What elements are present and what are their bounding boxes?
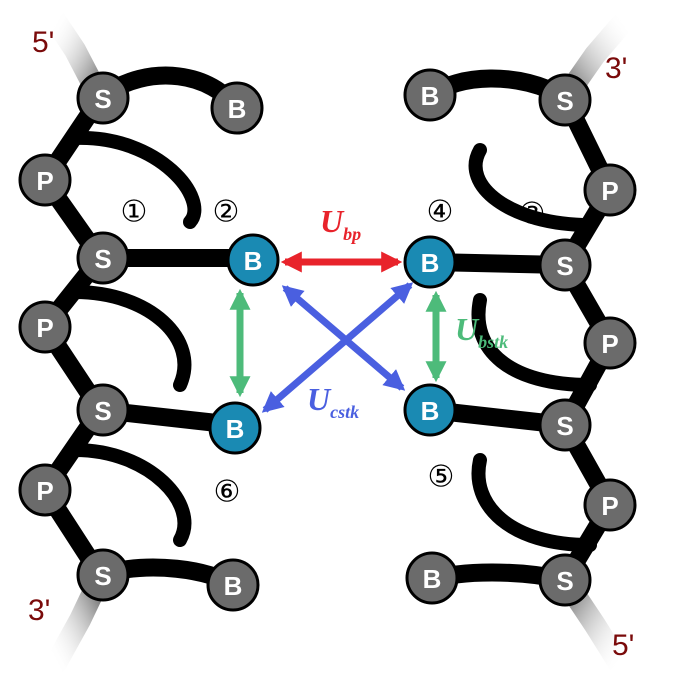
cstk-arrow-b: [261, 282, 414, 413]
svg-text:B: B: [226, 414, 245, 444]
site-number-5: ⑤: [428, 460, 455, 495]
svg-text:B: B: [421, 81, 440, 111]
highlight-base-node-5: B: [403, 383, 457, 437]
base-node: B: [403, 68, 457, 122]
svg-text:P: P: [601, 491, 618, 521]
svg-text:S: S: [94, 561, 111, 591]
svg-text:S: S: [94, 396, 111, 426]
phosphate-node: P: [18, 153, 72, 207]
svg-text:S: S: [556, 411, 573, 441]
phosphate-node: P: [18, 300, 72, 354]
base-node: B: [210, 81, 264, 135]
site-number-1: ①: [121, 195, 148, 230]
site-number-3: ③: [519, 197, 546, 232]
bstk-label: Ubstk: [455, 311, 508, 352]
svg-text:P: P: [36, 166, 53, 196]
svg-text:P: P: [36, 313, 53, 343]
svg-text:B: B: [423, 564, 442, 594]
svg-text:B: B: [224, 571, 243, 601]
right-strand-5prime-label: 5': [612, 629, 634, 662]
base-node: B: [206, 558, 260, 612]
base-node: B: [405, 551, 459, 605]
svg-text:B: B: [228, 94, 247, 124]
svg-text:S: S: [556, 566, 573, 596]
left-strand-nodes: S B P S B P S B P S B: [18, 71, 280, 612]
site-number-6: ⑥: [214, 475, 241, 510]
svg-text:P: P: [36, 476, 53, 506]
left-backbone: [36, 66, 244, 594]
sugar-node: S: [76, 548, 130, 602]
svg-text:S: S: [556, 86, 573, 116]
svg-text:S: S: [94, 84, 111, 114]
svg-text:B: B: [421, 396, 440, 426]
left-strand-5prime-label: 5': [32, 26, 54, 59]
sugar-node: S: [538, 238, 592, 292]
sugar-node: S: [538, 553, 592, 607]
svg-text:B: B: [421, 248, 440, 278]
site-number-4: ④: [427, 195, 454, 230]
left-strand-3prime-label: 3': [28, 594, 50, 627]
phosphate-node: P: [583, 478, 637, 532]
svg-text:B: B: [244, 246, 263, 276]
bp-label: Ubp: [320, 203, 361, 244]
sugar-node: S: [76, 231, 130, 285]
right-strand-nodes: B S P B S P B S P B S: [403, 68, 637, 607]
phosphate-node: P: [583, 163, 637, 217]
svg-text:S: S: [94, 244, 111, 274]
cstk-label: Ucstk: [307, 381, 359, 422]
sugar-node: S: [538, 73, 592, 127]
svg-text:S: S: [556, 251, 573, 281]
sugar-node: S: [76, 71, 130, 125]
svg-text:P: P: [601, 176, 618, 206]
right-strand-3prime-label: 3': [605, 52, 627, 85]
highlight-base-node-6: B: [208, 401, 262, 455]
site-number-2: ②: [213, 195, 240, 230]
phosphate-node: P: [583, 316, 637, 370]
highlight-base-node-2: B: [226, 233, 280, 287]
svg-text:P: P: [601, 329, 618, 359]
sugar-node: S: [76, 383, 130, 437]
phosphate-node: P: [18, 463, 72, 517]
sugar-node: S: [538, 398, 592, 452]
highlight-base-node-4: B: [403, 235, 457, 289]
